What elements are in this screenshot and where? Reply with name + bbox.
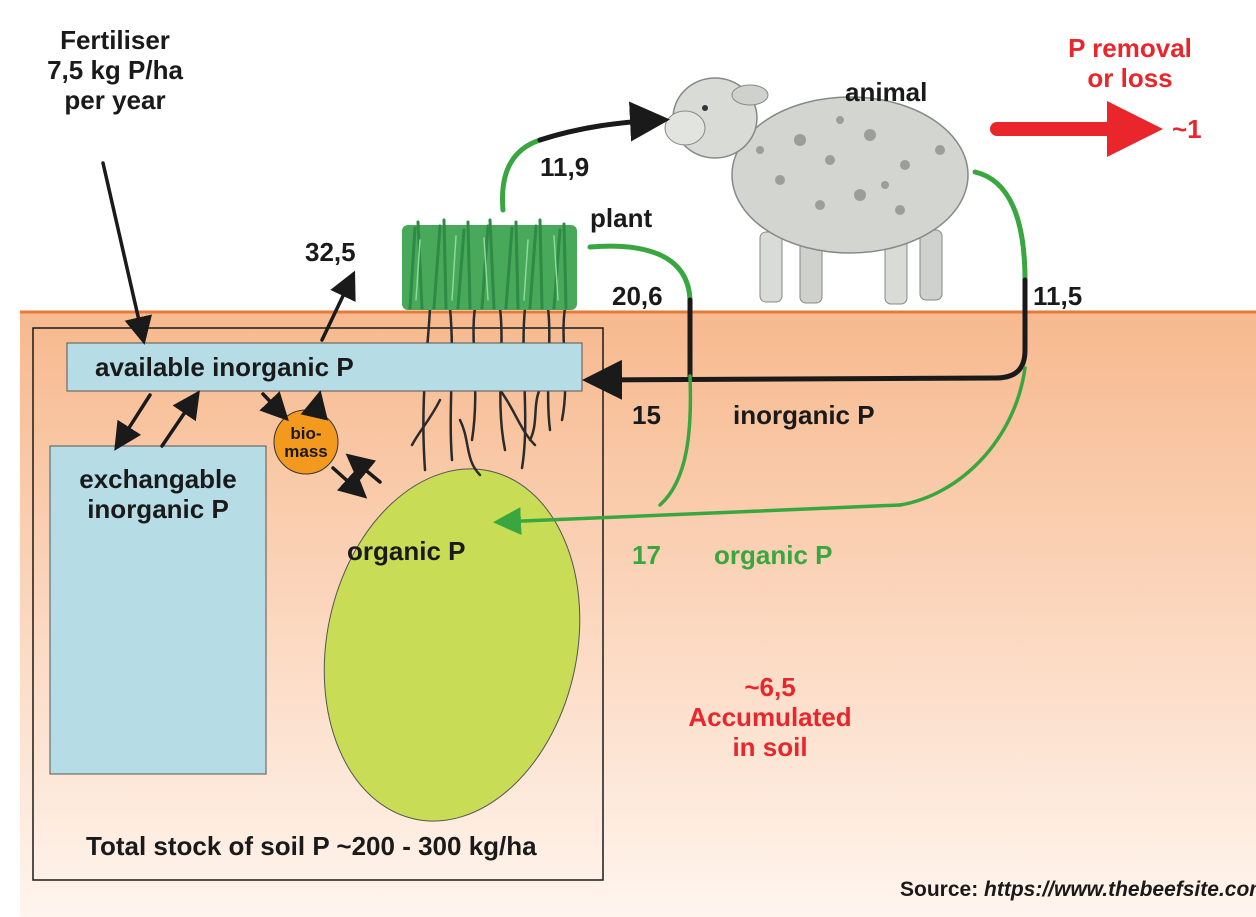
accumulated-label: ~6,5 Accumulated in soil [670,672,870,763]
flow-to-animal-value: 11,9 [540,152,590,182]
fertiliser-line2: 7,5 kg P/ha [47,54,183,85]
biomass-line2: mass [284,441,328,461]
source-credit: Source: https://www.thebeefsite.com/ [900,878,1256,902]
flow-plant-uptake-value: 32,5 [305,237,356,267]
exchangeable-label: exchangable inorganic P [50,464,266,525]
organic-p-label: organic P [347,536,466,566]
biomass-label: bio- mass [273,425,339,461]
available-inorganic-p-label: available inorganic P [95,352,354,382]
total-stock-label: Total stock of soil P ~200 - 300 kg/ha [86,831,537,861]
animal-return-green [972,169,1028,283]
organic-return-arrow [493,503,902,536]
flow-plant-return-value: 20,6 [612,281,663,311]
source-prefix: Source: [900,878,985,901]
biomass-line1: bio- [290,424,322,443]
plant-return-green [587,243,693,303]
fertiliser-arrow [101,161,152,345]
organic-return-plant [658,374,693,507]
organic-p-ellipse [323,468,581,822]
inorganic-flow-label: inorganic P [733,400,875,430]
plant-label: plant [590,203,653,233]
accumulated-value: ~6,5 [744,672,796,702]
removal-line1: P removal [1068,33,1192,63]
flow-animal-return-value: 11,5 [1033,281,1083,311]
available-inorganic-p-box [66,342,583,392]
exchangeable-inorganic-p-box [49,445,267,775]
fertiliser-label: Fertiliser 7,5 kg P/ha per year [20,25,210,116]
animal-return-black [992,277,1028,381]
accumulated-line2: in soil [732,731,808,762]
fertiliser-line3: per year [64,84,166,115]
exchangeable-line2: inorganic P [87,493,229,524]
animal-label: animal [845,77,928,107]
source-url: https://www.thebeefsite.com/ [984,878,1256,901]
flow-arrows [101,101,1163,536]
total-stock-box [32,327,604,881]
inorganic-return-arrow [582,359,998,400]
plant-to-animal-arrow [537,101,670,143]
removal-label: P removal or loss [1030,33,1230,94]
exchangeable-line1: exchangable [79,464,237,494]
fertiliser-line1: Fertiliser [60,25,170,55]
sheep-illustration [664,77,969,305]
accumulated-line1: Accumulated [688,701,852,732]
grass-plant [402,218,577,310]
organic-flow-value: 17 [632,540,661,570]
plant-uptake-arrow [320,270,356,342]
plant-to-animal-green [499,137,543,213]
removal-line2: or loss [1087,62,1173,93]
removal-value: ~1 [1172,114,1202,144]
organic-return-animal [898,366,1027,507]
organic-flow-label: organic P [714,540,833,570]
inorganic-flow-value: 15 [632,400,661,430]
